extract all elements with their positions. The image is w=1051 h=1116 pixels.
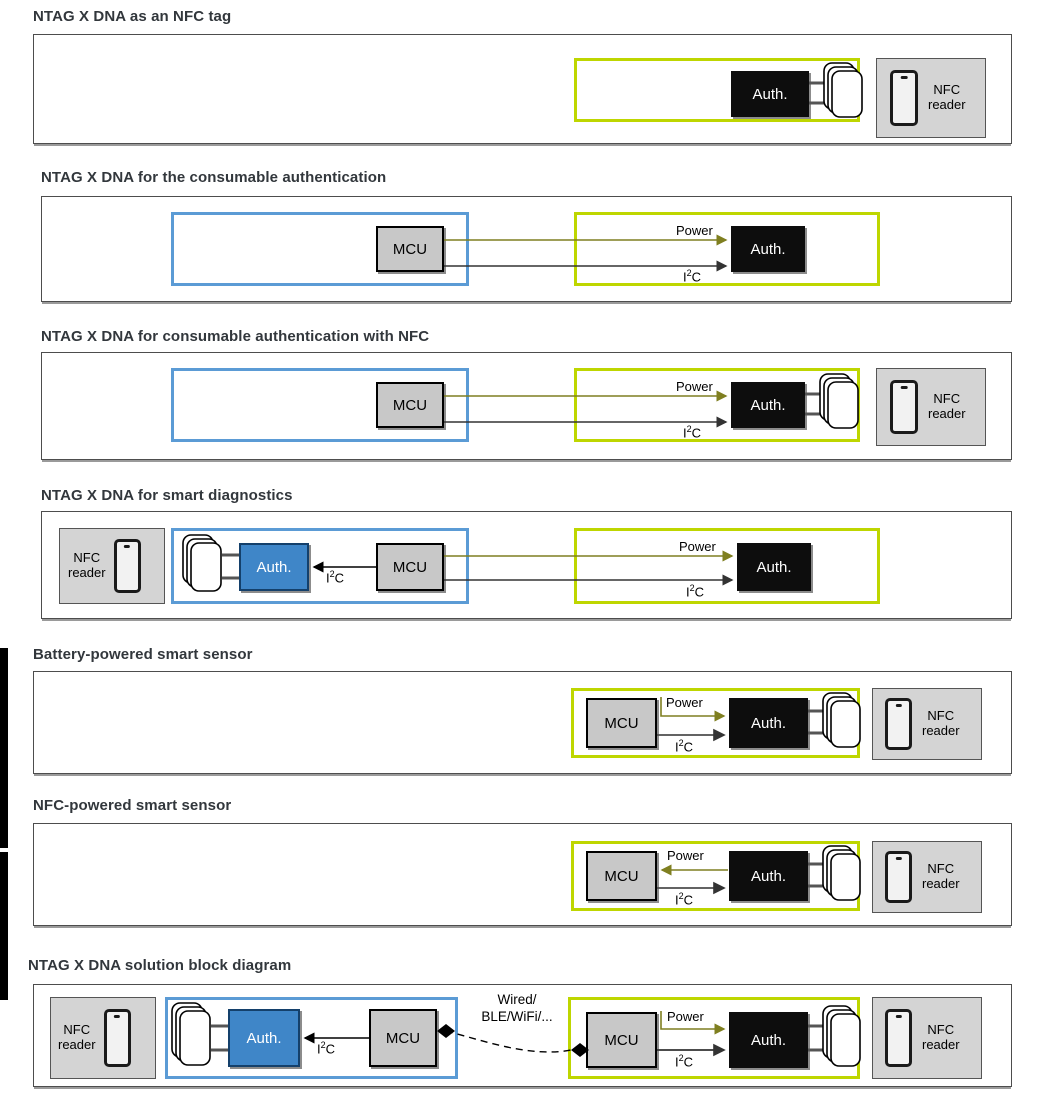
frame-green-nfc-tag (574, 58, 860, 122)
mcu-block-consumable-auth-nfc[interactable]: MCU (376, 382, 444, 428)
page-edge-marker-top (0, 648, 8, 848)
auth-block-consumable-auth[interactable]: Auth. (731, 226, 805, 272)
nfc-reader-label: NFC reader (922, 708, 960, 738)
nfc-reader-label: NFC reader (928, 82, 966, 112)
nfc-reader-card-smart-diagnostics[interactable]: NFC reader (59, 528, 165, 604)
power-label-battery-powered-sensor: Power (666, 695, 703, 710)
nfc-reader-label: NFC reader (922, 861, 960, 891)
phone-speaker-icon (900, 386, 908, 389)
phone-icon (113, 539, 141, 593)
nfc-reader-label: NFC reader (928, 391, 966, 421)
nfc-reader-card-nfc-powered-sensor[interactable]: NFC reader (872, 841, 982, 913)
i2c-label-solution-local: I2C (317, 1040, 336, 1057)
nfc-reader-label: NFC reader (922, 1022, 960, 1052)
section-title-battery-powered-sensor: Battery-powered smart sensor (33, 646, 253, 663)
frame-green-smart-diagnostics (574, 528, 880, 604)
nfc-reader-label: NFC reader (58, 1022, 96, 1052)
phone-icon (890, 380, 918, 434)
i2c-label-consumable-auth: I2C (683, 268, 702, 285)
mcu-block-smart-diagnostics[interactable]: MCU (376, 543, 444, 591)
auth-block-nfc-powered-sensor[interactable]: Auth. (729, 851, 808, 901)
frame-green-consumable-auth (574, 212, 880, 286)
auth-block-nfc-tag[interactable]: Auth. (731, 71, 809, 117)
section-title-consumable-auth-nfc: NTAG X DNA for consumable authentication… (41, 328, 430, 345)
auth-block-solution-remote[interactable]: Auth. (729, 1012, 808, 1068)
auth-block-smart-diagnostics-remote[interactable]: Auth. (737, 543, 811, 591)
i2c-label-smart-diagnostics-remote: I2C (686, 583, 705, 600)
phone-speaker-icon (113, 1015, 121, 1018)
nfc-reader-card-solution-left[interactable]: NFC reader (50, 997, 156, 1079)
phone-speaker-icon (895, 1015, 902, 1018)
i2c-label-smart-diagnostics-local: I2C (326, 569, 345, 586)
power-label-solution-remote: Power (667, 1009, 704, 1024)
panel-battery-powered-sensor (33, 671, 1012, 776)
phone-icon (885, 1009, 912, 1067)
i2c-label-nfc-powered-sensor: I2C (675, 891, 694, 908)
nfc-reader-card-nfc-tag[interactable]: NFC reader (876, 58, 986, 138)
i2c-label-battery-powered-sensor: I2C (675, 738, 694, 755)
auth-block-battery-powered-sensor[interactable]: Auth. (729, 698, 808, 748)
mcu-block-consumable-auth[interactable]: MCU (376, 226, 444, 272)
mcu-block-nfc-powered-sensor[interactable]: MCU (586, 851, 657, 901)
section-title-smart-diagnostics: NTAG X DNA for smart diagnostics (41, 487, 293, 504)
frame-blue-consumable-auth-nfc (171, 368, 469, 442)
frame-green-consumable-auth-nfc (574, 368, 860, 442)
phone-icon (103, 1009, 131, 1067)
frame-blue-smart-diagnostics (171, 528, 469, 604)
phone-speaker-icon (123, 545, 131, 548)
power-label-smart-diagnostics: Power (679, 539, 716, 554)
phone-speaker-icon (900, 76, 908, 79)
phone-icon (885, 851, 912, 903)
mcu-block-battery-powered-sensor[interactable]: MCU (586, 698, 657, 748)
auth-block-smart-diagnostics-local[interactable]: Auth. (239, 543, 309, 591)
power-label-nfc-powered-sensor: Power (667, 848, 704, 863)
power-label-consumable-auth: Power (676, 223, 713, 238)
section-title-solution-block-diagram: NTAG X DNA solution block diagram (28, 957, 292, 974)
frame-blue-consumable-auth (171, 212, 469, 286)
phone-speaker-icon (895, 857, 902, 860)
page-edge-marker-bottom (0, 852, 8, 1000)
i2c-label-consumable-auth-nfc: I2C (683, 424, 702, 441)
section-title-nfc-powered-sensor: NFC-powered smart sensor (33, 797, 232, 814)
power-label-consumable-auth-nfc: Power (676, 379, 713, 394)
wired-link-label: Wired/ BLE/WiFi/... (481, 992, 553, 1024)
panel-nfc-powered-sensor (33, 823, 1012, 928)
panel-nfc-tag (33, 34, 1012, 146)
section-title-nfc-tag: NTAG X DNA as an NFC tag (33, 8, 232, 25)
nfc-reader-card-battery-powered-sensor[interactable]: NFC reader (872, 688, 982, 760)
nfc-reader-card-solution-right[interactable]: NFC reader (872, 997, 982, 1079)
i2c-label-solution-remote: I2C (675, 1053, 694, 1070)
mcu-block-solution-local[interactable]: MCU (369, 1009, 437, 1067)
auth-block-consumable-auth-nfc[interactable]: Auth. (731, 382, 805, 428)
auth-block-solution-local[interactable]: Auth. (228, 1009, 300, 1067)
phone-icon (890, 70, 918, 126)
phone-icon (885, 698, 912, 750)
nfc-reader-label: NFC reader (68, 550, 106, 580)
mcu-block-solution-remote[interactable]: MCU (586, 1012, 657, 1068)
section-title-consumable-auth: NTAG X DNA for the consumable authentica… (41, 169, 387, 186)
phone-speaker-icon (895, 704, 902, 707)
nfc-reader-card-consumable-auth-nfc[interactable]: NFC reader (876, 368, 986, 446)
